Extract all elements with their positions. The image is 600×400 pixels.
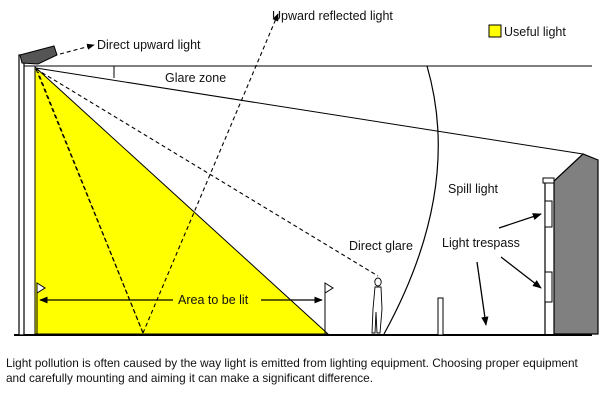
trespass-arrow-ground [476, 261, 489, 326]
useful-light-legend-swatch [488, 24, 502, 38]
direct-glare-ray [35, 68, 379, 277]
upward-reflected-ray [142, 13, 279, 334]
trespass-arrow-lower-window [500, 256, 542, 289]
reflected-left-ray [37, 71, 144, 334]
light-trespass-label: Light trespass [442, 236, 520, 250]
person-figure [371, 277, 383, 334]
useful-light-legend-label: Useful light [504, 25, 566, 39]
upward-reflected-light-label: Upward reflected light [272, 9, 393, 23]
left-boundary-flag [36, 282, 46, 334]
direct-glare-label: Direct glare [349, 239, 413, 253]
light-pole [18, 54, 25, 336]
spill-light-curve [383, 65, 439, 335]
lower-window [544, 271, 553, 303]
direct-upward-light-label: Direct upward light [97, 38, 201, 52]
glare-zone-label: Glare zone [165, 71, 226, 85]
spill-light-label: Spill light [448, 182, 499, 196]
area-to-be-lit-label: Area to be lit [178, 293, 249, 307]
trespass-arrow-upper-window [498, 213, 542, 229]
right-boundary-flag [324, 282, 334, 334]
upper-window [544, 200, 553, 228]
bollard-post [437, 297, 444, 336]
area-label-background [173, 292, 261, 308]
figure-caption: Light pollution is often caused by the w… [6, 356, 578, 385]
light-pollution-diagram: Direct upward light Upward reflected lig… [14, 9, 599, 336]
building [542, 153, 599, 335]
glare-zone-lower-line [35, 67, 584, 155]
direct-upward-ray [59, 43, 95, 55]
luminaire-head [19, 45, 58, 65]
